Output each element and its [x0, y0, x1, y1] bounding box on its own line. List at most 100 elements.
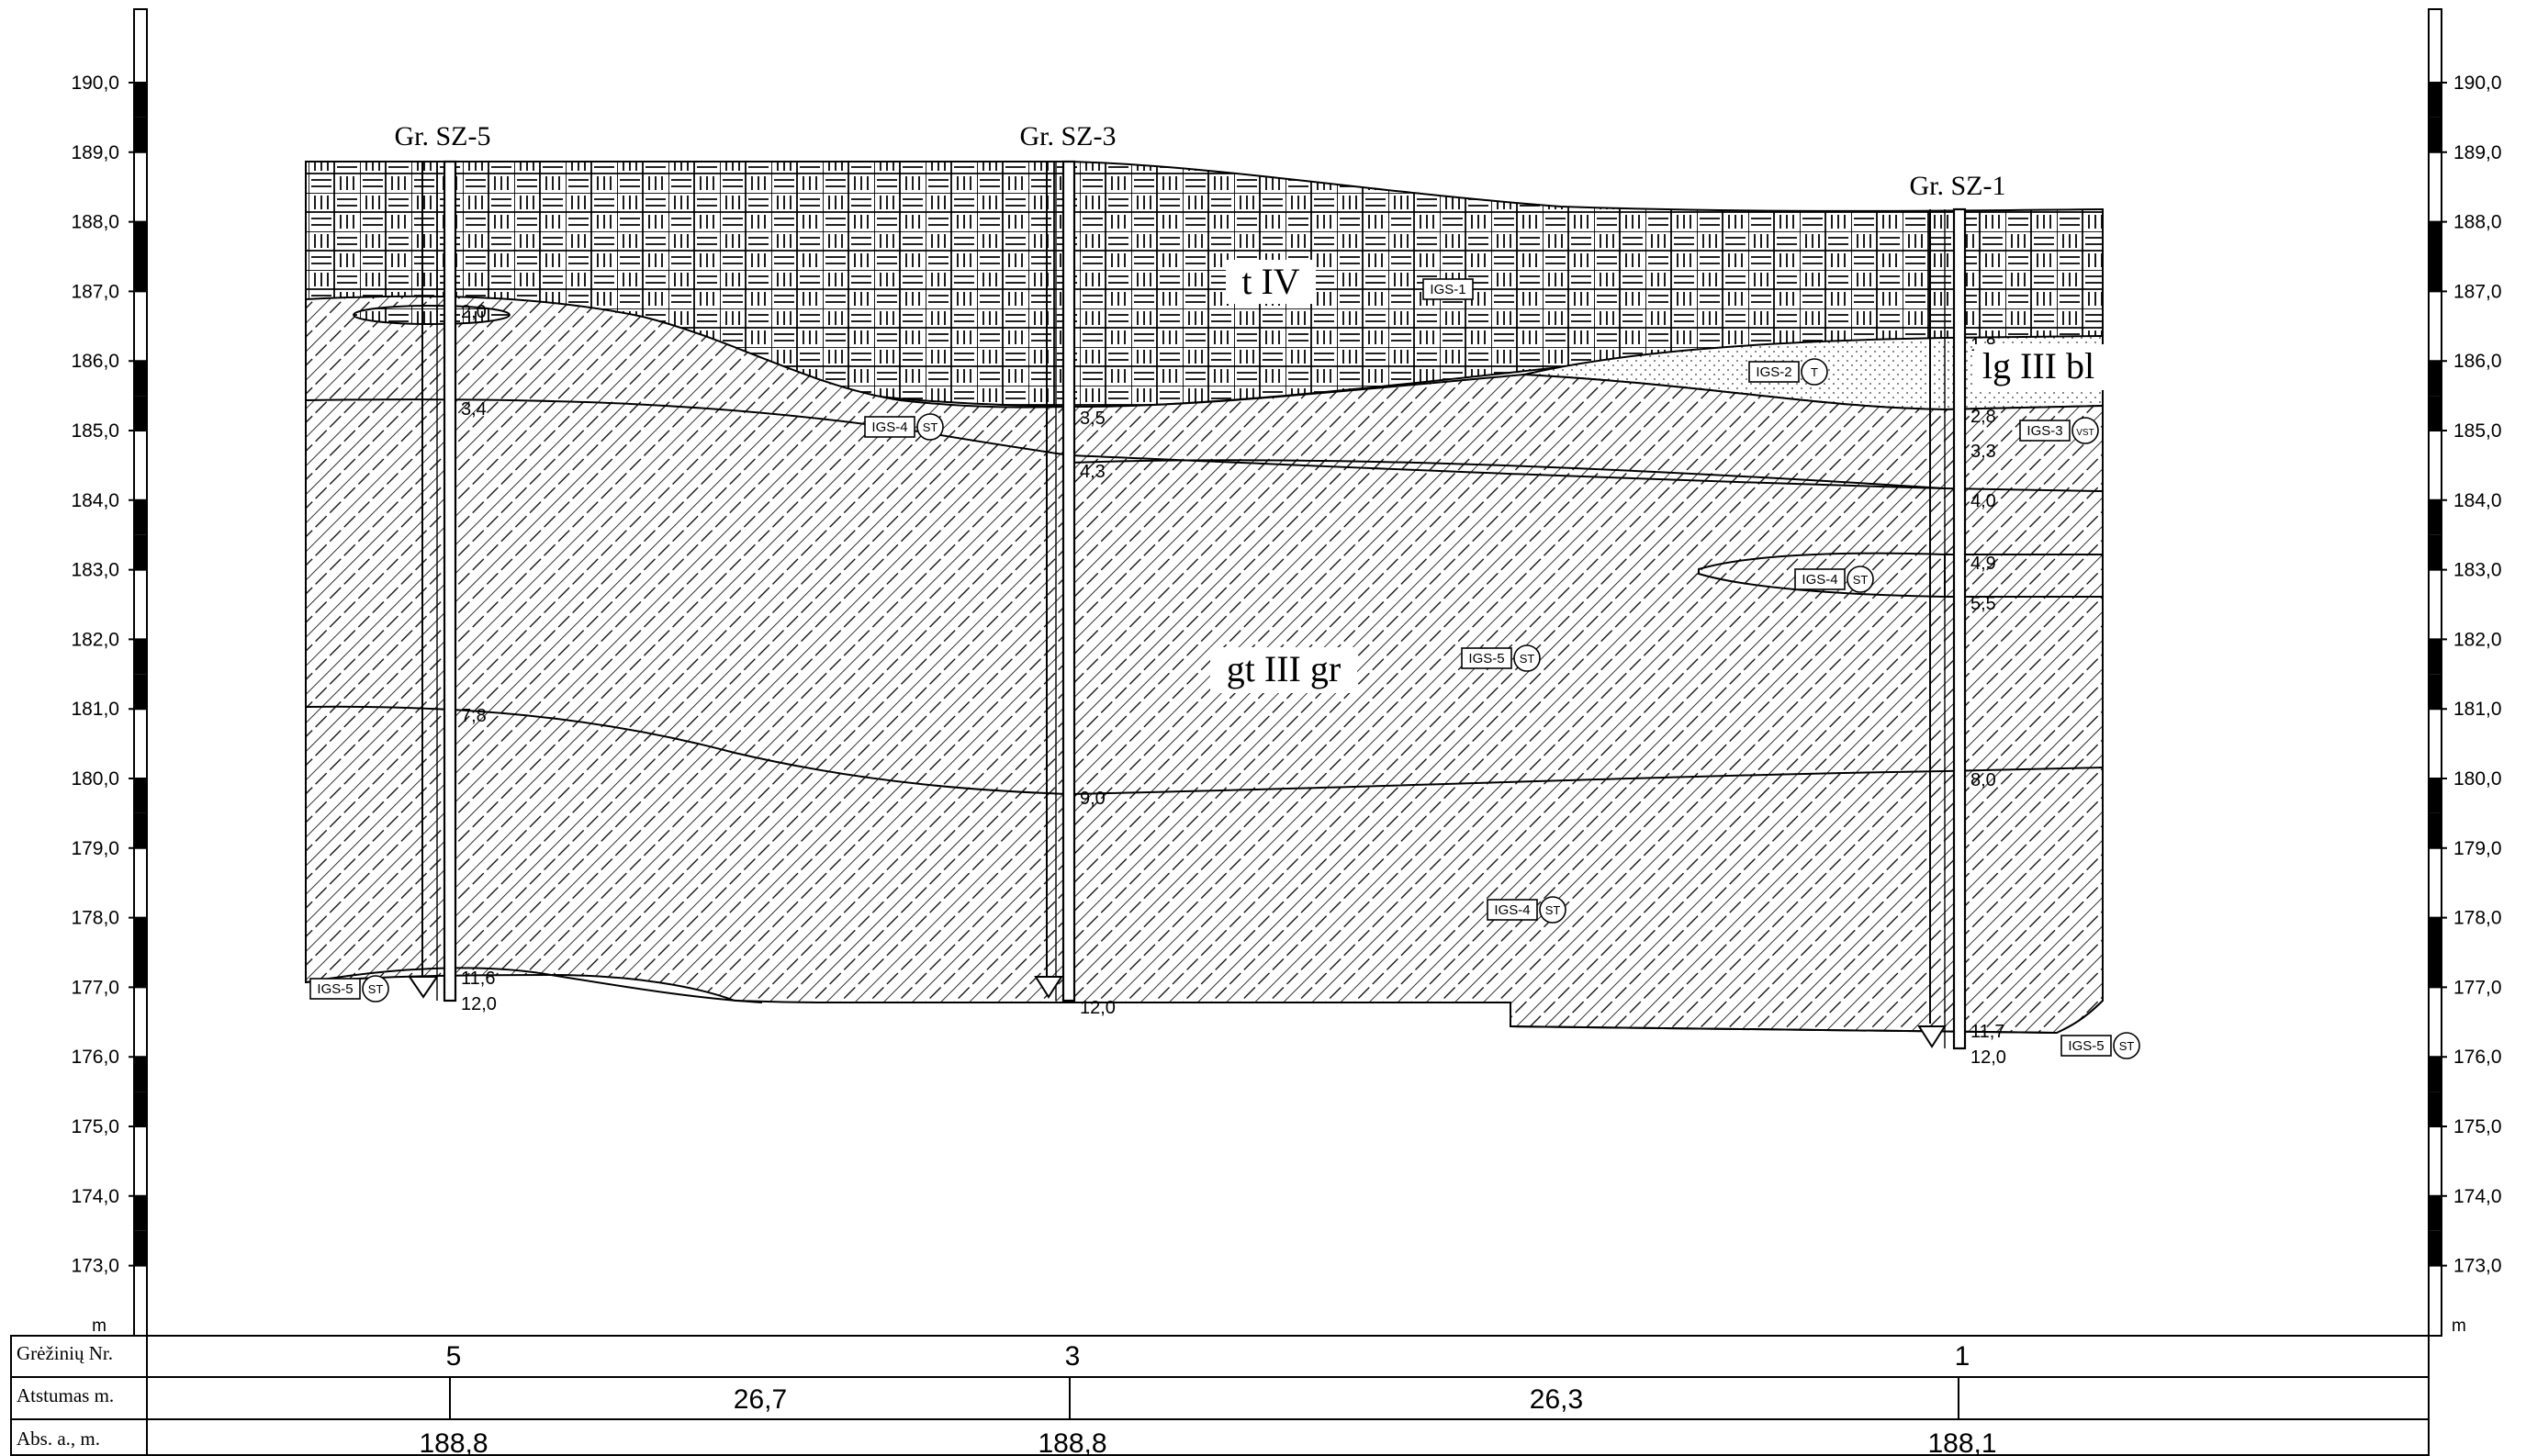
scale-block	[134, 117, 147, 152]
till-layer	[305, 295, 2104, 1035]
scale-block	[134, 396, 147, 431]
igs-tag: IGS-3 VST	[2019, 417, 2099, 444]
scale-block	[134, 1230, 147, 1266]
igs-tag-label: IGS-4	[1494, 902, 1530, 918]
unit-label-technogenic: t IV	[1241, 261, 1299, 302]
scale-tick-label: 189,0	[71, 142, 119, 163]
depth-label: 2,0	[461, 302, 487, 322]
scale-block	[2429, 674, 2442, 710]
scale-tick-label: 186,0	[2453, 351, 2502, 372]
scale-tick-label: 188,0	[71, 212, 119, 233]
scale-tick-label: 174,0	[2453, 1186, 2502, 1207]
scale-block	[2429, 812, 2442, 848]
borehole-sz5: Gr. SZ-5 2,0 3,4 7,8 11,6 12,0	[395, 121, 497, 1014]
igs-tag-label: IGS-2	[1756, 364, 1791, 380]
scale-tick-label: 180,0	[71, 768, 119, 790]
borehole-title: Gr. SZ-1	[1910, 171, 2006, 201]
borehole-sz3: Gr. SZ-3 3,54,39,012,0	[1020, 121, 1117, 1018]
depth-label: 2,8	[1970, 407, 1996, 427]
unit-label-glaciolacustrine: lg III bl	[1982, 345, 2094, 386]
left-scale-unit: m	[92, 1316, 107, 1336]
igs-tag: IGS-2 T	[1748, 358, 1828, 386]
distance-value: 26,3	[1530, 1384, 1583, 1415]
scale-tick-label: 177,0	[2453, 977, 2502, 998]
scale-tick-label: 189,0	[2453, 142, 2502, 163]
scale-tick-label: 175,0	[71, 1116, 119, 1137]
scale-block	[2429, 917, 2442, 953]
depth-label: 7,8	[461, 706, 487, 726]
depth-label: 3,4	[461, 399, 487, 420]
groundwater-icon	[408, 976, 439, 999]
scale-block	[2429, 117, 2442, 152]
scale-tick-label: 178,0	[71, 908, 119, 929]
igs-tag: IGS-5 ST	[1461, 644, 1541, 672]
scale-block	[2429, 499, 2442, 535]
igs-tag-label: IGS-4	[1802, 572, 1837, 588]
scale-tick-label: 173,0	[2453, 1256, 2502, 1277]
scale-block	[134, 639, 147, 675]
soil-symbol-icon	[1513, 644, 1541, 672]
scale-tick-label: 175,0	[2453, 1116, 2502, 1137]
scale-tick-label: 187,0	[71, 281, 119, 302]
scale-block	[134, 534, 147, 570]
borehole-number: 5	[446, 1341, 462, 1372]
groundwater-icon	[1917, 1025, 1947, 1048]
scale-tick-label: 187,0	[2453, 281, 2502, 302]
scale-block	[2429, 778, 2442, 813]
depth-label: 5,5	[1970, 594, 1996, 614]
scale-tick-label: 183,0	[71, 560, 119, 581]
scale-tick-label: 178,0	[2453, 908, 2502, 929]
scale-block	[134, 952, 147, 988]
scale-tick-label: 181,0	[2453, 699, 2502, 720]
scale-block	[134, 361, 147, 397]
borehole-abs-elevation: 188,8	[419, 1428, 488, 1456]
scale-tick-label: 177,0	[71, 977, 119, 998]
unit-label-till: gt III gr	[1227, 648, 1341, 689]
scale-tick-label: 174,0	[71, 1186, 119, 1207]
igs-tag-label: IGS-5	[317, 981, 353, 997]
soil-symbol-label: VST	[2076, 428, 2094, 438]
scale-block	[134, 778, 147, 813]
borehole-title: Gr. SZ-5	[395, 121, 491, 151]
soil-symbol-icon	[916, 413, 944, 441]
depth-label: 12,0	[1080, 998, 1116, 1018]
scale-block	[134, 1092, 147, 1126]
scale-tick-label: 180,0	[2453, 768, 2502, 790]
borehole-number: 3	[1065, 1341, 1081, 1372]
scale-tick-label: 176,0	[2453, 1047, 2502, 1068]
soil-symbol-label: ST	[368, 982, 384, 996]
scale-tick-label: 173,0	[71, 1256, 119, 1277]
soil-symbol-icon	[1539, 896, 1566, 924]
scale-tick-label: 176,0	[71, 1047, 119, 1068]
soil-symbol-label: T	[1811, 365, 1818, 379]
right-elevation-scale: 190,0189,0188,0187,0186,0185,0184,0183,0…	[2428, 8, 2502, 1337]
depth-label: 12,0	[461, 994, 497, 1014]
table-row-label: Atstumas m.	[17, 1384, 114, 1406]
distance-value: 26,7	[734, 1384, 787, 1415]
scale-block	[134, 499, 147, 535]
depth-label: 11,6	[461, 969, 495, 989]
scale-tick-label: 184,0	[71, 490, 119, 511]
borehole-title: Gr. SZ-3	[1020, 121, 1117, 151]
scale-block	[2429, 952, 2442, 988]
table-row-label: Abs. a., m.	[17, 1428, 100, 1450]
borehole-abs-elevation: 188,8	[1038, 1428, 1106, 1456]
scale-block	[134, 917, 147, 953]
scale-block	[134, 1057, 147, 1092]
scale-block	[134, 812, 147, 848]
igs-tag: IGS-5 ST	[309, 975, 389, 1002]
depth-label: 3,5	[1080, 409, 1106, 429]
igs-tag-label: IGS-3	[2026, 423, 2062, 439]
scale-tick-label: 179,0	[2453, 838, 2502, 859]
depth-label: 4,3	[1080, 462, 1106, 482]
scale-block	[2429, 83, 2442, 118]
igs-tag-label: IGS-5	[1468, 651, 1504, 666]
scale-block	[2429, 1195, 2442, 1231]
scale-block	[134, 83, 147, 118]
soil-symbol-label: ST	[1520, 652, 1535, 666]
